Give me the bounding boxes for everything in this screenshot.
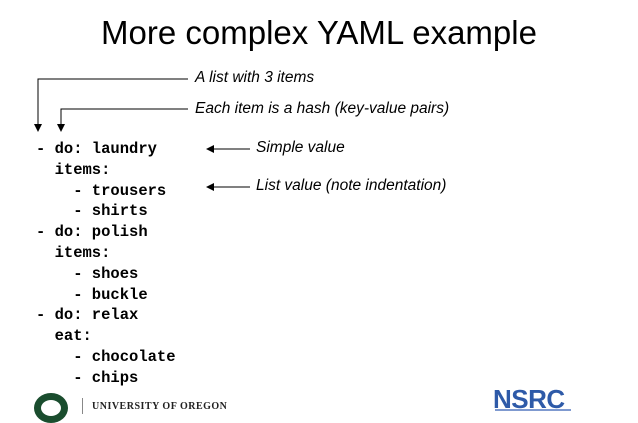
code-line: items: — [36, 160, 111, 179]
code-line: - trousers — [36, 181, 167, 200]
nsrc-logo-underline — [495, 409, 571, 411]
footer-divider — [82, 398, 83, 414]
code-line: eat: — [36, 327, 92, 346]
uo-logo-icon — [34, 393, 68, 423]
code-line: items: — [36, 243, 111, 262]
yaml-code-block: - do: laundry items: - trousers - shirts… — [36, 139, 176, 389]
slide-title: More complex YAML example — [101, 14, 537, 51]
code-line: - do: relax — [36, 306, 139, 325]
code-line: - buckle — [36, 285, 148, 304]
university-name: UNIVERSITY OF OREGON — [92, 401, 228, 412]
code-line: - shoes — [36, 264, 139, 283]
hash-annotation: Each item is a hash (key-value pairs) — [195, 100, 450, 117]
simple-value-annotation: Simple value — [256, 139, 345, 156]
list-arrow — [34, 78, 188, 132]
list-value-annotation: List value (note indentation) — [256, 177, 447, 194]
code-line: - chocolate — [36, 347, 176, 366]
code-line: - chips — [36, 368, 139, 387]
code-line: - do: polish — [36, 223, 148, 242]
annotation-arrows — [34, 78, 250, 191]
code-line: - do: laundry — [36, 140, 157, 158]
list-annotation: A list with 3 items — [195, 69, 315, 86]
hash-arrow — [57, 108, 188, 132]
code-line: - shirts — [36, 202, 148, 221]
